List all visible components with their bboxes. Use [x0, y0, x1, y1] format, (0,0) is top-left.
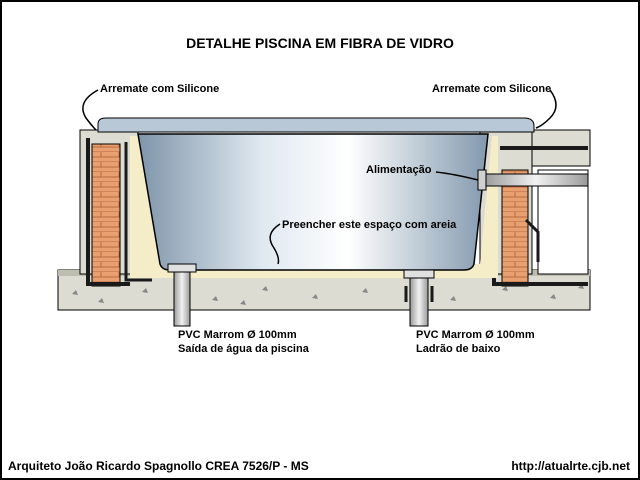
- label-pvc-right-2: Ladrão de baixo: [416, 343, 501, 355]
- label-pvc-left-2: Saída de água da piscina: [178, 343, 310, 355]
- leader-lines: [82, 89, 557, 265]
- label-preencher-areia: Preencher este espaço com areia: [282, 219, 457, 231]
- supply-pipe: [477, 169, 589, 191]
- footer-author: Arquiteto João Ricardo Spagnollo CREA 75…: [8, 459, 309, 473]
- footer-url: http://atualrte.cjb.net: [511, 459, 630, 473]
- fiberglass-shell: [97, 117, 535, 271]
- drain-pipe-left: [167, 263, 197, 327]
- drain-pipe-right: [403, 269, 435, 327]
- left-wall: [79, 129, 152, 287]
- label-pvc-right-1: PVC Marrom Ø 100mm: [416, 329, 535, 341]
- diagram-title: DETALHE PISCINA EM FIBRA DE VIDRO: [186, 35, 454, 51]
- label-pvc-left-1: PVC Marrom Ø 100mm: [178, 329, 297, 341]
- label-arremate-right: Arremate com Silicone: [432, 83, 551, 95]
- label-arremate-left: Arremate com Silicone: [100, 83, 219, 95]
- label-alimentacao: Alimentação: [366, 164, 432, 176]
